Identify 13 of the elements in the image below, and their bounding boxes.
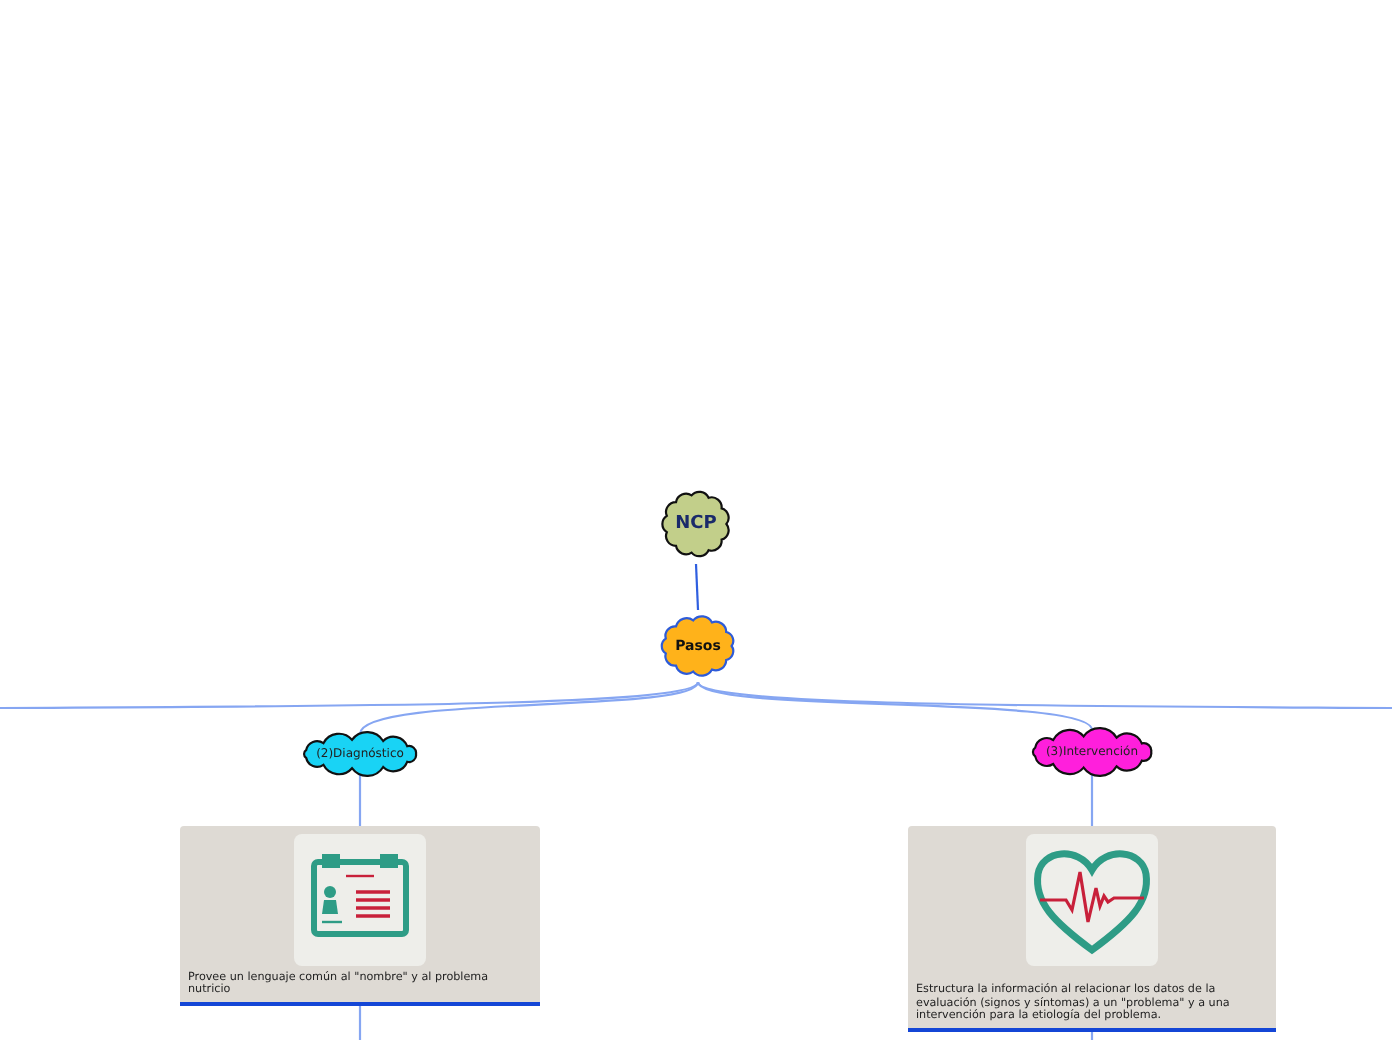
connector-line xyxy=(0,681,699,710)
node-title: NCP xyxy=(673,514,719,534)
connector-line xyxy=(358,1006,362,1040)
connector-line xyxy=(1090,774,1094,826)
connector-line xyxy=(359,681,699,735)
connector-line xyxy=(1090,1032,1094,1040)
connector-line xyxy=(694,563,700,611)
connector-line xyxy=(697,681,1392,710)
cloud-node xyxy=(656,610,740,682)
topic-card xyxy=(908,826,1276,1032)
connector-line xyxy=(358,774,362,826)
connector-line xyxy=(697,681,1093,731)
topic-card xyxy=(180,826,540,1006)
